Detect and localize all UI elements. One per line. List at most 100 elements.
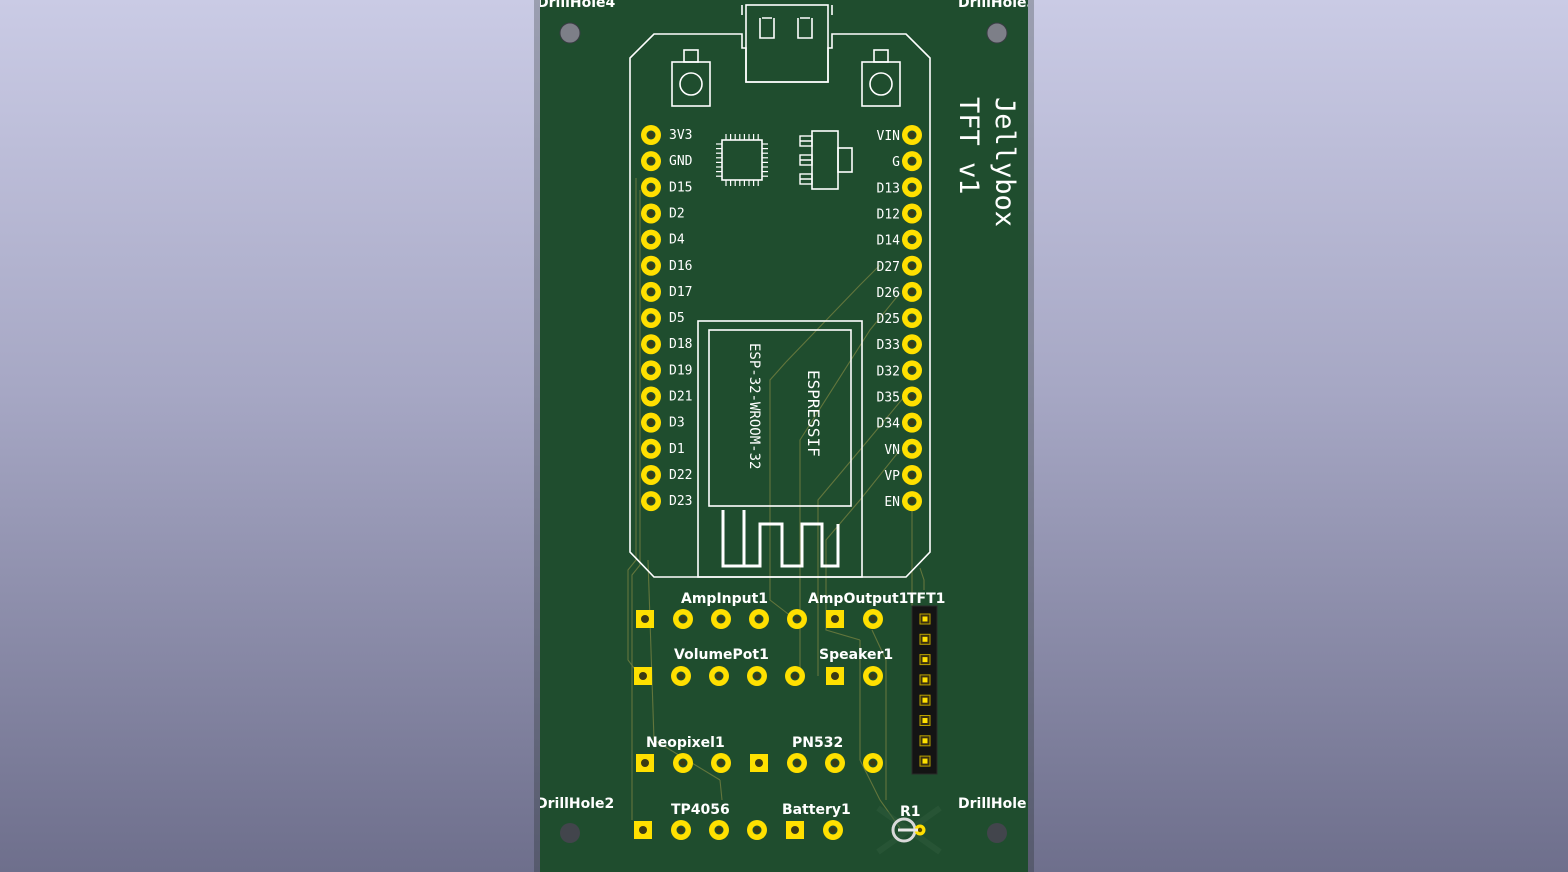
- amp-row-pad-6: [826, 610, 844, 628]
- esp32-pin-d34: [902, 412, 922, 433]
- pin-label-vin: VIN: [877, 129, 900, 144]
- neopixel-pn532-row-pad-5: [787, 753, 807, 773]
- tft-pin-4: [919, 674, 931, 686]
- pot-speaker-row-pad-5: [785, 666, 805, 686]
- esp32-pin-d2: [641, 203, 661, 224]
- devkit-outline: [629, 33, 931, 578]
- drillhole3-label: DrillHole3: [958, 0, 1036, 11]
- pcb-antenna: [721, 510, 840, 568]
- resistor-r1[interactable]: [876, 805, 942, 855]
- power-row-pad-5: [786, 821, 804, 839]
- pcb-board: [540, 0, 1028, 872]
- tft-pin-3: [919, 654, 931, 666]
- pin-label-d4: D4: [669, 233, 685, 248]
- pin-label-d2: D2: [669, 206, 685, 221]
- pot-speaker-row-pad-7: [863, 666, 883, 686]
- esp32-pin-d21: [641, 386, 661, 407]
- esp32-pin-g: [902, 151, 922, 172]
- esp32-pin-vin: [902, 125, 922, 145]
- esp32-pin-d18: [641, 334, 661, 355]
- battery-label: Battery1: [782, 802, 851, 818]
- pin-label-vn: VN: [884, 443, 900, 458]
- r1-label: R1: [900, 804, 921, 820]
- traces: [627, 178, 925, 829]
- pin-label-g: G: [892, 155, 900, 170]
- drillhole2-label: DrillHole2: [536, 796, 614, 812]
- esp32-pin-d4: [641, 229, 661, 250]
- speaker-label: Speaker1: [819, 647, 893, 663]
- module-brand: ESPRESSIF: [804, 370, 823, 457]
- drill-hole-bottom-right: [987, 823, 1007, 843]
- pot-speaker-row-pad-1: [634, 667, 652, 685]
- pin-label-d12: D12: [877, 207, 900, 222]
- pin-label-d5: D5: [669, 311, 685, 326]
- wroom-module: ESP-32-WROOM-32 ESPRESSIF: [697, 320, 863, 578]
- pin-label-d22: D22: [669, 468, 692, 483]
- component-pads: [634, 609, 883, 840]
- tft-label: TFT1: [907, 591, 945, 607]
- amp-row-pad-7: [863, 609, 883, 629]
- pin-label-d26: D26: [877, 286, 900, 301]
- esp32-pin-gnd: [641, 151, 661, 172]
- esp32-pin-d5: [641, 308, 661, 329]
- pin-label-d13: D13: [877, 181, 900, 196]
- tft-header[interactable]: [911, 605, 938, 775]
- power-row-pad-2: [671, 820, 691, 840]
- drill-hole-top-right: [986, 22, 1008, 44]
- esp32-pin-d35: [902, 386, 922, 407]
- esp32-pin-d1: [641, 438, 661, 459]
- tft-pin-7: [919, 735, 931, 747]
- drillhole1-label: DrillHole1: [958, 796, 1036, 812]
- pot-speaker-row-pad-2: [671, 666, 691, 686]
- drillhole4-label: DrillHole4: [537, 0, 616, 11]
- neopixel-pn532-row-pad-4: [750, 754, 768, 772]
- esp32-pin-d3: [641, 412, 661, 433]
- pin-label-d17: D17: [669, 285, 692, 300]
- tp4056-label: TP4056: [671, 802, 730, 818]
- pin-label-vp: VP: [884, 469, 900, 484]
- esp32-pin-d26: [902, 281, 922, 302]
- pin-label-en: EN: [884, 495, 900, 510]
- usb-connector: [741, 4, 833, 83]
- esp32-pin-d27: [902, 255, 922, 276]
- drill-hole-top-left: [559, 22, 581, 44]
- voltage-regulator: [799, 130, 853, 190]
- ampoutput-label: AmpOutput1: [808, 591, 908, 607]
- esp32-pin-vp: [902, 464, 922, 485]
- pot-speaker-row-pad-3: [709, 666, 729, 686]
- button-right: [861, 49, 901, 107]
- esp32-pin-d33: [902, 334, 922, 355]
- pin-label-d16: D16: [669, 259, 692, 274]
- power-row-pad-4: [747, 820, 767, 840]
- pin-label-d34: D34: [877, 417, 901, 432]
- pin-label-d35: D35: [877, 391, 900, 406]
- pin-label-d27: D27: [877, 260, 900, 275]
- pin-label-d23: D23: [669, 494, 692, 509]
- power-row-pad-3: [709, 820, 729, 840]
- neopixel-pn532-row-pad-7: [863, 753, 883, 773]
- esp32-pin-d12: [902, 203, 922, 224]
- pin-label-d33: D33: [877, 338, 900, 353]
- pin-label-d1: D1: [669, 442, 685, 457]
- esp32-pin-d23: [641, 491, 661, 512]
- drill-holes: [559, 22, 1008, 843]
- pin-label-gnd: GND: [669, 154, 693, 169]
- ampinput-label: AmpInput1: [681, 591, 768, 607]
- pn532-label: PN532: [792, 735, 843, 751]
- tft-pin-6: [919, 715, 931, 726]
- module-name: ESP-32-WROOM-32: [746, 343, 762, 469]
- esp32-pin-d14: [902, 229, 922, 250]
- pin-label-d3: D3: [669, 416, 685, 431]
- pin-label-d21: D21: [669, 390, 692, 405]
- esp32-devkit[interactable]: ESP-32-WROOM-32 ESPRESSIF 3V3GNDD15D2D4D…: [629, 4, 931, 578]
- pin-label-d18: D18: [669, 337, 692, 352]
- pot-speaker-row-pad-6: [826, 667, 844, 685]
- esp32-pin-d15: [641, 177, 661, 198]
- esp32-pin-d16: [641, 255, 661, 276]
- amp-row-pad-5: [787, 609, 807, 629]
- amp-row-pad-3: [711, 609, 731, 629]
- button-left: [671, 49, 711, 107]
- pot-speaker-row-pad-4: [747, 666, 767, 686]
